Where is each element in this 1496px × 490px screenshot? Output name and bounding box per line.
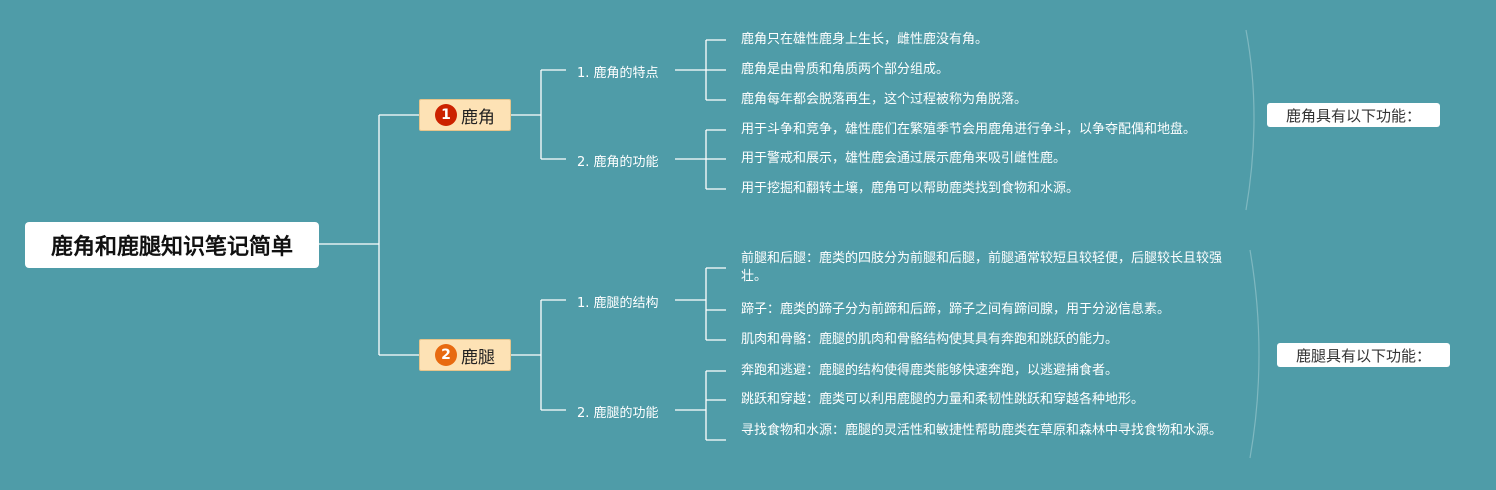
leaf-node[interactable]: 肌肉和骨骼：鹿腿的肌肉和骨骼结构使其具有奔跑和跳跃的能力。 [741, 332, 1119, 347]
topic-leg[interactable]: 2 鹿腿 [419, 339, 511, 371]
topic-antler[interactable]: 1 鹿角 [419, 99, 511, 131]
leaf-node[interactable]: 鹿角只在雄性鹿身上生长，雌性鹿没有角。 [741, 32, 989, 47]
subtopic-antler-features[interactable]: 1. 鹿角的特点 [577, 66, 659, 81]
leaf-node[interactable]: 寻找食物和水源：鹿腿的灵活性和敏捷性帮助鹿类在草原和森林中寻找食物和水源。 [741, 423, 1223, 438]
leaf-node[interactable]: 蹄子：鹿类的蹄子分为前蹄和后蹄，蹄子之间有蹄间腺，用于分泌信息素。 [741, 302, 1171, 317]
summary-antler[interactable]: 鹿角具有以下功能： [1267, 103, 1440, 127]
leaf-node[interactable]: 前腿和后腿：鹿类的四肢分为前腿和后腿，前腿通常较短且较轻便，后腿较长且较强壮。 [741, 251, 1223, 284]
subtopic-leg-structure[interactable]: 1. 鹿腿的结构 [577, 296, 659, 311]
leaf-node[interactable]: 鹿角是由骨质和角质两个部分组成。 [741, 62, 950, 77]
root-topic[interactable]: 鹿角和鹿腿知识笔记简单 [25, 222, 319, 268]
leaf-node[interactable]: 用于警戒和展示，雄性鹿会通过展示鹿角来吸引雌性鹿。 [741, 151, 1067, 166]
leaf-node[interactable]: 用于挖掘和翻转土壤，鹿角可以帮助鹿类找到食物和水源。 [741, 181, 1080, 196]
summary-leg[interactable]: 鹿腿具有以下功能： [1277, 343, 1450, 367]
subtopic-leg-functions[interactable]: 2. 鹿腿的功能 [577, 406, 659, 421]
leaf-node[interactable]: 用于斗争和竞争，雄性鹿们在繁殖季节会用鹿角进行争斗，以争夺配偶和地盘。 [741, 122, 1197, 137]
number-badge: 2 [435, 344, 457, 366]
topic-label: 鹿腿 [461, 347, 495, 368]
number-badge: 1 [435, 104, 457, 126]
leaf-node[interactable]: 奔跑和逃避：鹿腿的结构使得鹿类能够快速奔跑，以逃避捕食者。 [741, 363, 1119, 378]
subtopic-antler-functions[interactable]: 2. 鹿角的功能 [577, 155, 659, 170]
leaf-node[interactable]: 鹿角每年都会脱落再生，这个过程被称为角脱落。 [741, 92, 1028, 107]
summary-label: 鹿腿具有以下功能： [1295, 346, 1431, 365]
topic-label: 鹿角 [461, 107, 495, 128]
root-title: 鹿角和鹿腿知识笔记简单 [50, 235, 293, 260]
leaf-node[interactable]: 跳跃和穿越：鹿类可以利用鹿腿的力量和柔韧性跳跃和穿越各种地形。 [741, 392, 1145, 407]
summary-label: 鹿角具有以下功能： [1285, 106, 1421, 125]
